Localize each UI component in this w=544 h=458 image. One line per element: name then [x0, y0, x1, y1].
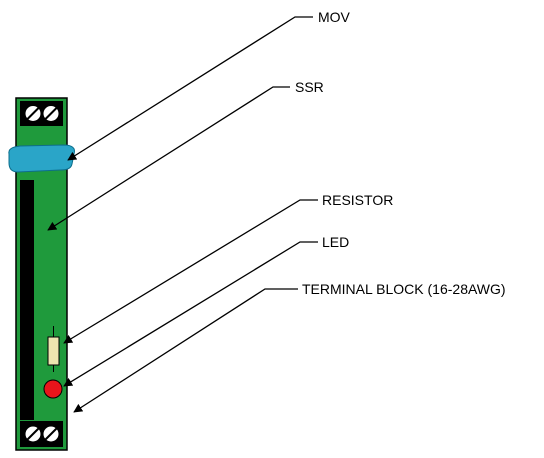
resistor-component: [47, 336, 60, 366]
led-label: LED: [322, 234, 349, 250]
led-component: [43, 379, 63, 399]
top-terminal-block: [20, 101, 63, 126]
ssr-component: [20, 180, 34, 420]
resistor-label: RESISTOR: [322, 192, 393, 208]
resistor-leader-line: [63, 199, 318, 344]
terminal-block-leader-line: [73, 288, 298, 413]
terminal-block-label: TERMINAL BLOCK (16-28AWG): [302, 281, 506, 297]
mov-component: [8, 144, 75, 173]
mov-label: MOV: [318, 9, 351, 25]
ssr-leader-line: [47, 86, 290, 231]
mov-leader-line: [67, 16, 313, 161]
led-leader-line: [63, 241, 318, 387]
bottom-terminal-block: [20, 421, 63, 447]
ssr-label: SSR: [295, 79, 324, 95]
